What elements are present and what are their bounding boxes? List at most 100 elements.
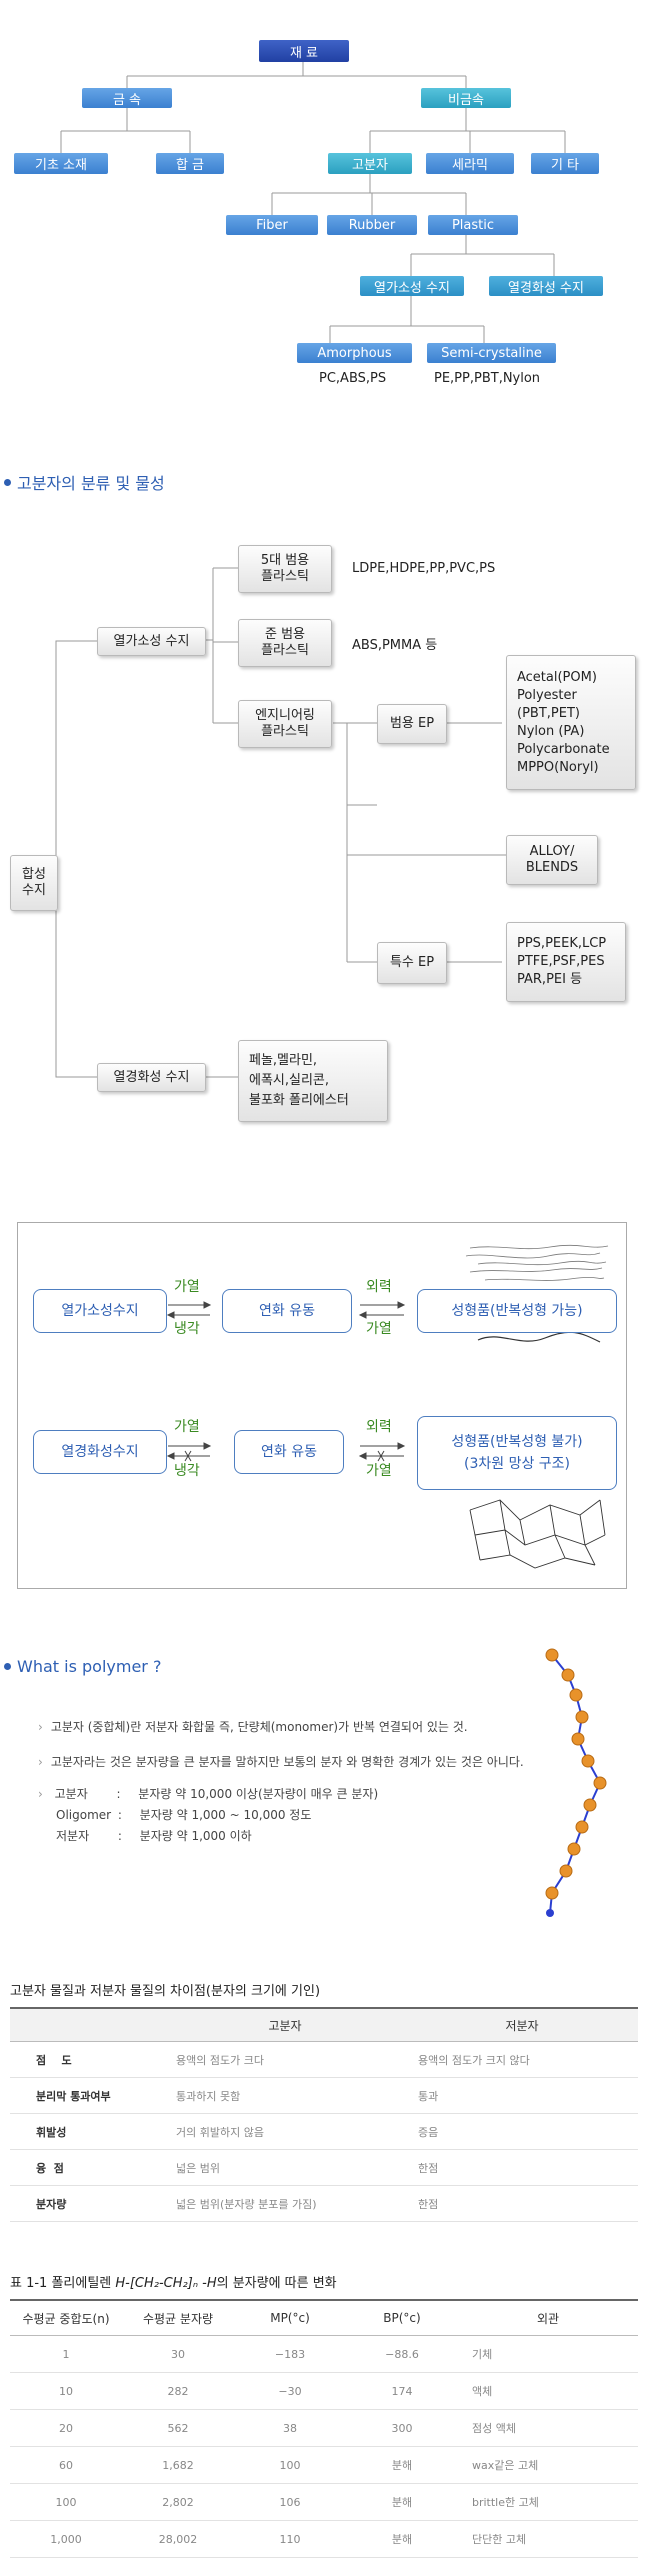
table-cell: 분자량 — [10, 2185, 164, 2222]
table-header: 저분자 — [406, 2007, 638, 2042]
box-thermoset: 열경화성 수지 — [97, 1063, 206, 1092]
polymer-bullet-1: ›고분자 (중합체)란 저분자 화합물 즉, 단량체(monomer)가 반복 … — [38, 1718, 468, 1735]
table-cell: 30 — [122, 2335, 234, 2373]
table-cell: 1,000 — [10, 2520, 122, 2558]
label-cool-2: 냉각 — [174, 1463, 200, 1479]
label-heat-4: 가열 — [366, 1463, 392, 1479]
tree-label: Plastic — [451, 217, 495, 233]
linear-chains-sketch — [465, 1244, 609, 1281]
tree-root-materials: 재 료 — [259, 40, 349, 62]
process-diagram-frame — [17, 1222, 627, 1589]
box-synthetic-resin: 합성 수지 — [10, 855, 58, 911]
box-special-ep: 특수 EP — [377, 942, 447, 984]
colon: : — [117, 1808, 122, 1822]
tree-label: 재 료 — [289, 45, 319, 61]
proc-softening-flow-2: 연화 유동 — [234, 1430, 344, 1474]
tree-thermoplastic: 열가소성 수지 — [360, 276, 464, 296]
caption-prefix: 표 1-1 폴리에틸렌 — [10, 2276, 116, 2291]
box-general-ep-list: Acetal(POM) Polyester (PBT,PET) Nylon (P… — [506, 655, 636, 790]
box-thermoplastic: 열가소성 수지 — [97, 627, 206, 656]
table-cell: 100 — [10, 2483, 122, 2521]
table-cell: 562 — [122, 2409, 234, 2447]
label-external-force-1: 외력 — [366, 1279, 392, 1295]
tree-label: 열경화성 수지 — [508, 280, 584, 296]
table-cell: 1 — [10, 2335, 122, 2373]
tree-plastic: Plastic — [428, 215, 518, 235]
table-cell: 106 — [234, 2483, 346, 2521]
chevron-right-icon: › — [38, 1755, 43, 1769]
table2-caption: 표 1-1 폴리에틸렌 H-[CH₂-CH₂]ₙ -H의 분자량에 따른 변화 — [10, 2272, 337, 2291]
table-cell: 분해 — [346, 2520, 458, 2558]
semi-crystalline-examples: PE,PP,PBT,Nylon — [434, 371, 541, 386]
table-cell: 10 — [10, 2372, 122, 2410]
table-cell: 174 — [346, 2372, 458, 2410]
table1-caption: 고분자 물질과 저분자 물질의 차이점(분자의 크기에 기인) — [10, 1984, 321, 1999]
table-cell: 60 — [10, 2446, 122, 2484]
polymer-bullet-2: ›고분자라는 것은 분자량을 큰 분자를 말하지만 보통의 분자 와 명확한 경… — [38, 1753, 524, 1770]
tree-label: Amorphous — [317, 345, 392, 361]
desc: 분자량 약 1,000 ~ 10,000 정도 — [139, 1808, 312, 1822]
proc-molded-not-repeatable: 성형품(반복성형 불가) (3차원 망상 구조) — [417, 1416, 617, 1490]
tree-label: 합 금 — [175, 158, 205, 173]
table-cell: 282 — [122, 2372, 234, 2410]
proc-softening-flow-1: 연화 유동 — [222, 1289, 352, 1333]
tree-label: Fiber — [256, 217, 288, 233]
proc-line: (3차원 망상 구조) — [463, 1456, 570, 1472]
tree-label: 세라믹 — [452, 158, 488, 173]
table-cell: 한점 — [406, 2185, 638, 2222]
table-header: BP(°c) — [346, 2299, 458, 2336]
colon: : — [117, 1829, 122, 1843]
table-header: 고분자 — [164, 2007, 406, 2042]
tree-label: 기초 소재 — [35, 158, 87, 173]
table-cell: −183 — [234, 2335, 346, 2373]
table-cell: 휘발성 — [10, 2113, 164, 2150]
table-cell: 용액의 점도가 크지 않다 — [406, 2041, 638, 2078]
table-cell: 통과하지 못함 — [164, 2077, 406, 2114]
tree-label: 고분자 — [352, 158, 388, 173]
table-cell: 넓은 범위 — [164, 2149, 406, 2186]
table-header — [10, 2007, 164, 2042]
label-heat-3: 가열 — [174, 1419, 200, 1435]
single-chain-sketch — [477, 1331, 601, 1343]
table-cell: 38 — [234, 2409, 346, 2447]
tree-metal: 금 속 — [82, 88, 172, 108]
caption-formula: H-[CH₂-CH₂]ₙ -H — [115, 2276, 217, 2291]
box-semi-general-plastic: 준 범용 플라스틱 — [238, 619, 332, 667]
table-cell: brittle한 고체 — [458, 2483, 638, 2521]
table-cell: 110 — [234, 2520, 346, 2558]
tree-label: Semi-crystaline — [441, 345, 542, 361]
table-cell: 분리막 통과여부 — [10, 2077, 164, 2114]
label-heat-2: 가열 — [366, 1321, 392, 1337]
desc: 분자량 약 10,000 이상(분자량이 매우 큰 분자) — [138, 1787, 379, 1801]
box-alloy-blends: ALLOY/ BLENDS — [506, 835, 598, 885]
table-header: 수평균 중합도(n) — [10, 2299, 122, 2336]
tree-amorphous: Amorphous — [297, 343, 412, 363]
caption-suffix: 의 분자량에 따른 변화 — [216, 2276, 337, 2291]
tree-label: 비금속 — [448, 92, 484, 108]
table-cell: 기체 — [458, 2335, 638, 2373]
tree-label: 열가소성 수지 — [374, 280, 450, 296]
label-cool-1: 냉각 — [174, 1321, 200, 1337]
proc-line: 성형품(반복성형 불가) — [451, 1434, 583, 1450]
table-cell: 300 — [346, 2409, 458, 2447]
table-header-row: 수평균 중합도(n) 수평균 분자량 MP(°c) BP(°c) 외관 — [10, 2299, 638, 2336]
table-cell: 액체 — [458, 2372, 638, 2410]
table-cell: −88.6 — [346, 2335, 458, 2373]
chevron-right-icon: › — [38, 1720, 43, 1734]
polymer-heading: What is polymer ? — [4, 1657, 161, 1676]
proc-thermoset: 열경화성수지 — [33, 1430, 167, 1474]
box-special-ep-list: PPS,PEEK,LCP PTFE,PSF,PES PAR,PEI 등 — [506, 922, 626, 1002]
table-cell: 20 — [10, 2409, 122, 2447]
classification-heading: 고분자의 분류 및 물성 — [4, 470, 165, 494]
table-cell: 분해 — [346, 2446, 458, 2484]
proc-molded-repeatable: 성형품(반복성형 가능) — [417, 1289, 617, 1333]
